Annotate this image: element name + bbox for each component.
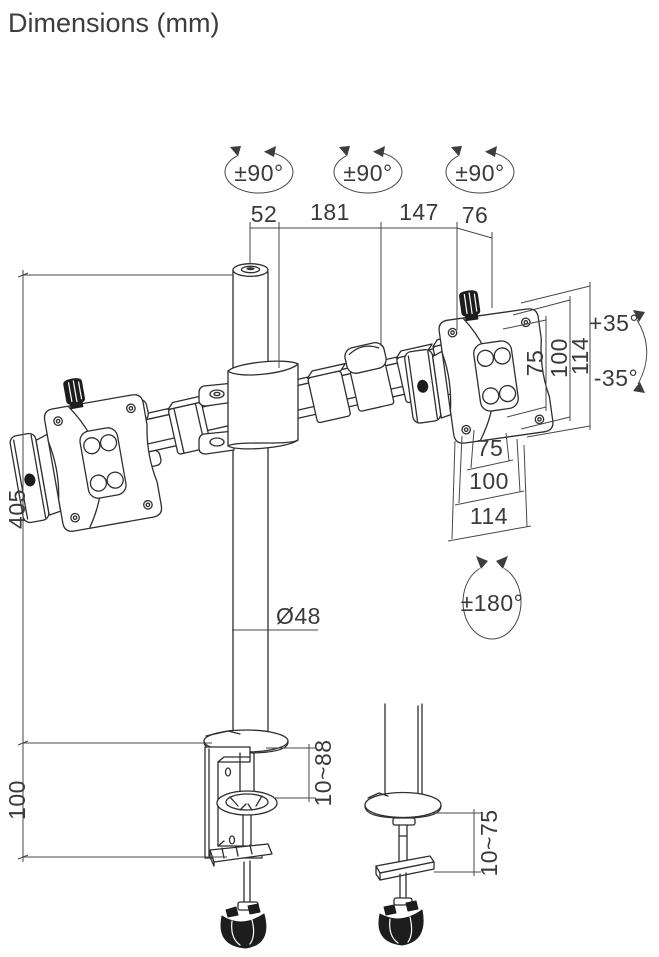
grommet-mount <box>364 703 442 946</box>
dim-clamp-body: 100 <box>4 780 30 820</box>
tilt-arc-icon <box>633 310 648 393</box>
grommet-knob <box>378 900 424 946</box>
pole-collar <box>198 360 299 455</box>
dim-vesa-h-100: 100 <box>469 468 509 494</box>
dim-top-181: 181 <box>310 199 350 225</box>
vesa-vertical-dims <box>502 282 591 438</box>
dim-vesa-v-100: 100 <box>546 338 572 378</box>
pole <box>232 263 269 742</box>
rotation-icon-right <box>445 146 515 194</box>
dim-vesa-v-114: 114 <box>567 337 593 375</box>
dim-top-76: 76 <box>462 202 489 228</box>
dim-pole-diameter: Ø48 <box>276 603 321 629</box>
dim-vesa-h-114: 114 <box>470 503 508 529</box>
left-dimension-chain <box>17 270 233 862</box>
rotation-label-right: ±90° <box>455 160 504 186</box>
swivel-label: ±180° <box>461 590 524 616</box>
top-dimension-chain <box>249 222 493 368</box>
desk-clamp <box>203 729 289 949</box>
arm-band-2 <box>306 362 351 424</box>
arm-joint-right <box>344 341 395 412</box>
dim-vesa-v-75: 75 <box>522 350 548 377</box>
vesa-right <box>404 281 555 446</box>
dim-clamp-range: 10~88 <box>310 739 336 806</box>
rotation-icon-left <box>224 146 294 194</box>
clamp-knob <box>220 903 267 949</box>
dim-pole-height: 405 <box>4 489 30 529</box>
dim-vesa-h-75: 75 <box>477 435 504 461</box>
page-title: Dimensions (mm) <box>8 8 220 38</box>
dim-grommet-range: 10~75 <box>476 809 502 876</box>
vesa-horizontal-dims <box>447 429 532 542</box>
dim-top-147: 147 <box>399 199 439 225</box>
dimension-annotations: ±90° ±90° ±90° 52 181 147 76 <box>4 146 648 877</box>
dim-top-52: 52 <box>251 201 278 227</box>
grommet-base <box>364 791 442 819</box>
clamp-adjust-ring <box>216 790 278 816</box>
vesa-left <box>9 367 164 534</box>
rotation-label-left: ±90° <box>234 160 283 186</box>
tilt-down-label: -35° <box>594 365 638 391</box>
rotation-label-center: ±90° <box>343 160 392 186</box>
clamp-range-dim <box>266 744 316 802</box>
swivel-icon <box>462 556 522 640</box>
grommet-range-dim <box>433 809 481 876</box>
tilt-up-label: +35° <box>589 310 639 336</box>
rotation-icon-center <box>333 146 403 194</box>
